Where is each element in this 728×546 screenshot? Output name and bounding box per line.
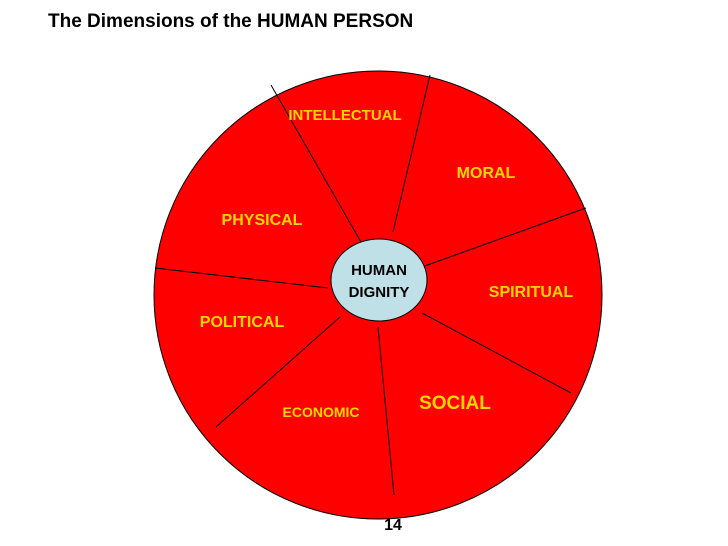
- center-label-line2: DIGNITY: [349, 284, 410, 301]
- page-number: 14: [384, 517, 402, 534]
- segment-label-intellectual: INTELLECTUAL: [288, 107, 401, 124]
- segment-label-social: SOCIAL: [419, 393, 491, 414]
- segment-label-economic: ECONOMIC: [283, 404, 360, 420]
- divider-line: [421, 312, 572, 394]
- divider-line: [154, 267, 329, 289]
- divider-line: [270, 84, 374, 264]
- segment-label-political: POLITICAL: [200, 314, 285, 331]
- center-label-line1: HUMAN: [351, 262, 407, 279]
- slide-title: The Dimensions of the HUMAN PERSON: [48, 11, 414, 32]
- divider-line: [421, 207, 587, 268]
- segment-label-moral: MORAL: [457, 165, 516, 182]
- divider-line: [377, 326, 395, 496]
- divider-line: [392, 74, 431, 233]
- segment-label-spiritual: SPIRITUAL: [489, 284, 574, 301]
- wheel-dividers: [154, 74, 587, 496]
- segment-label-physical: PHYSICAL: [222, 212, 303, 229]
- divider-line: [215, 316, 341, 428]
- center-hub: [330, 238, 428, 322]
